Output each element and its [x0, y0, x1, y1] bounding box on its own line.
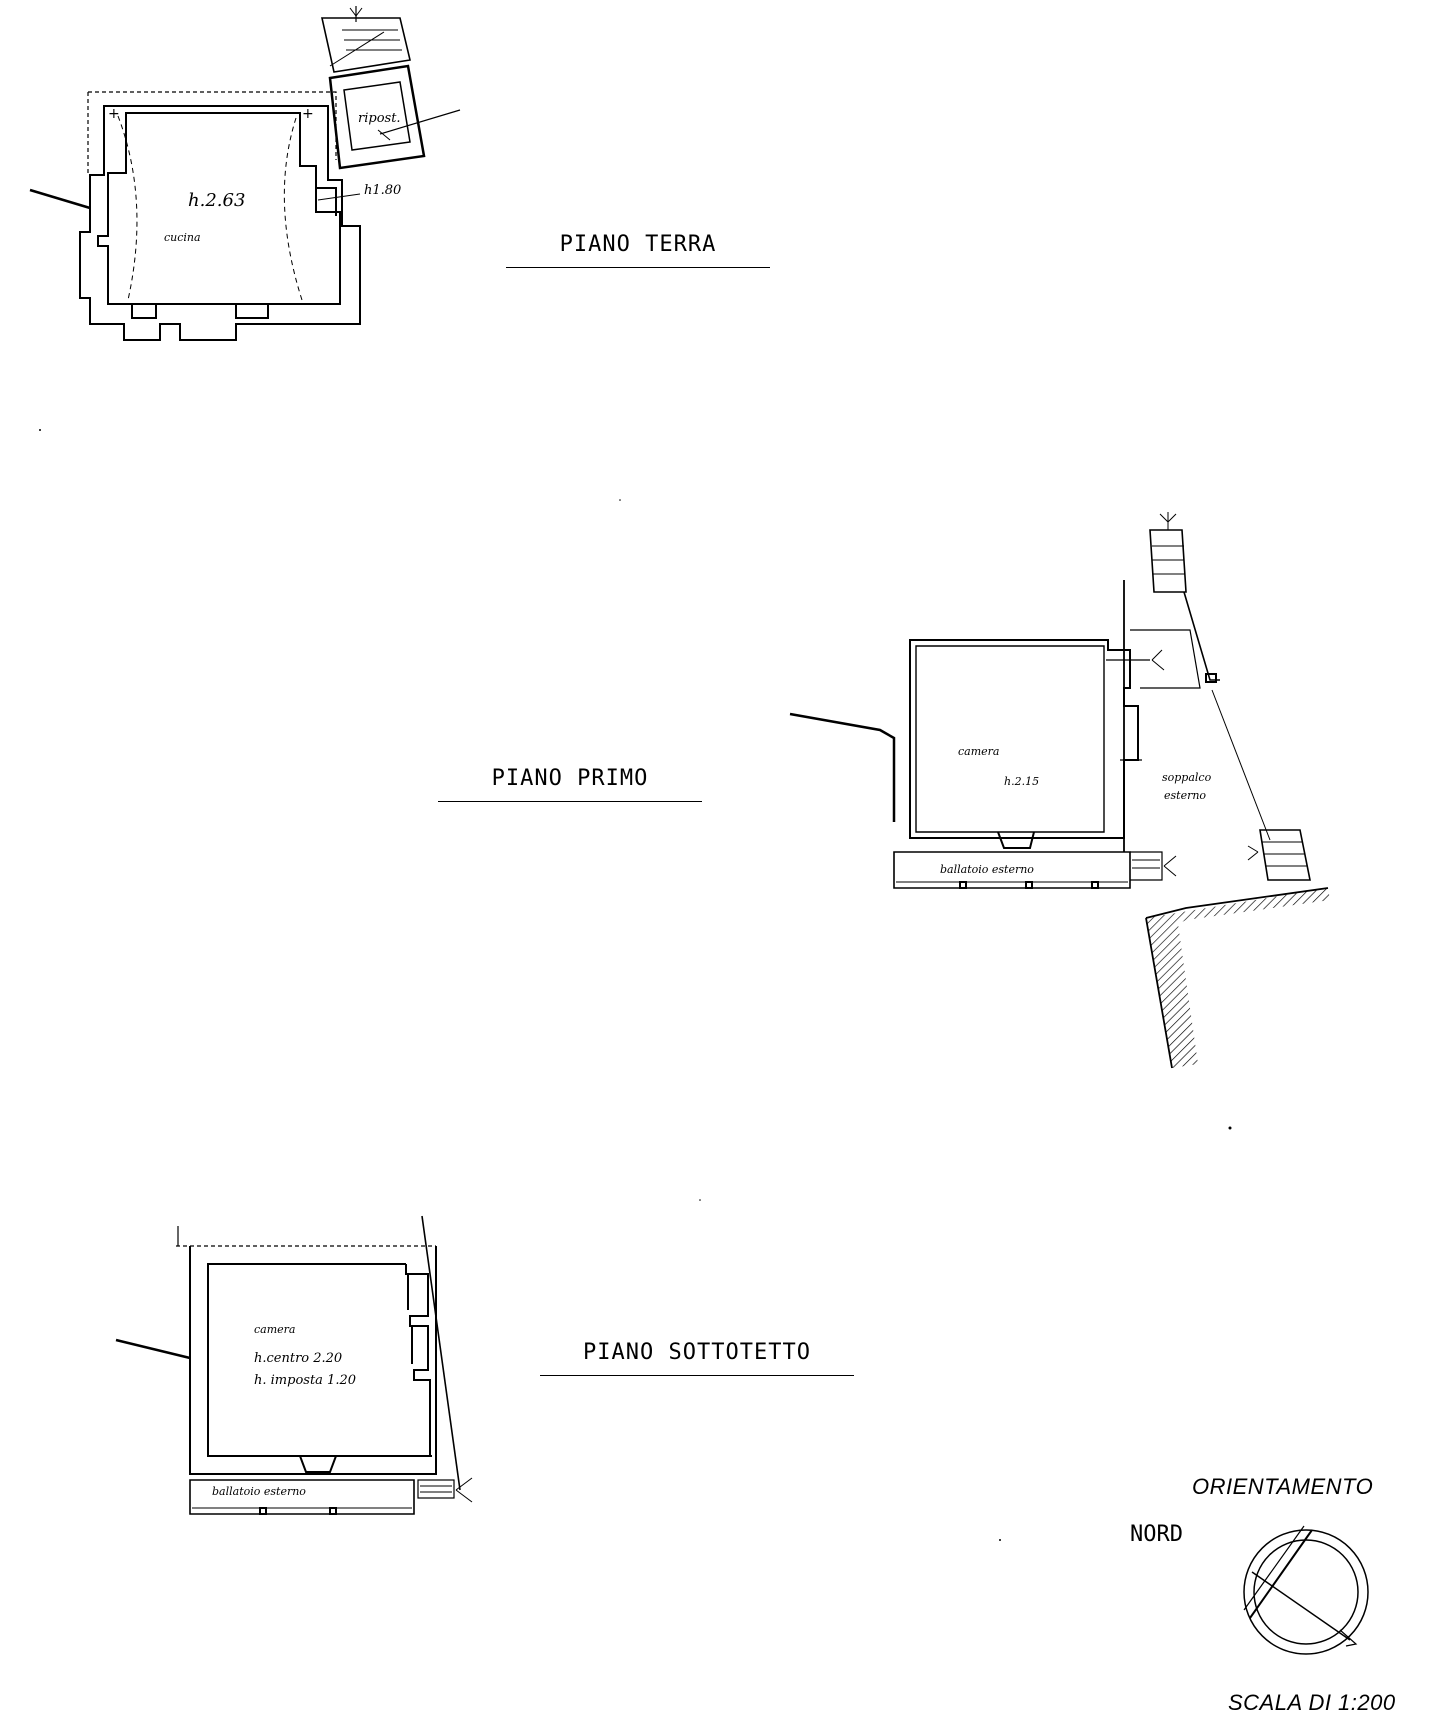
scan-noise: [39, 429, 1232, 1541]
attic-balcony-label: ballatoio esterno: [212, 1485, 306, 1498]
scale-label: SCALA DI 1:200: [1228, 1690, 1396, 1715]
orientation-heading: ORIENTAMENTO: [1192, 1474, 1374, 1499]
svg-text:+: +: [302, 106, 314, 122]
storage-height: h1.80: [364, 183, 402, 198]
first-floor-plan: [789, 512, 1330, 1069]
ground-floor-room-height: h.2.63: [188, 190, 246, 211]
attic-height-center: h.centro 2.20: [254, 1351, 343, 1366]
ground-floor-plan: + +: [29, 6, 461, 341]
first-floor-room-height: h.2.15: [1004, 775, 1040, 788]
svg-text:+: +: [108, 106, 120, 122]
attic-height-eaves: h. imposta 1.20: [254, 1373, 356, 1388]
attic-floor-title: PIANO SOTTOTETTO: [540, 1340, 854, 1376]
storage-label: ripost.: [358, 111, 401, 126]
mezzanine-label-line2: esterno: [1164, 789, 1207, 802]
ground-floor-room-label: cucina: [164, 231, 201, 244]
first-floor-balcony-label: ballatoio esterno: [940, 863, 1034, 876]
attic-room-label: camera: [254, 1323, 296, 1336]
compass-north-icon: [1243, 1525, 1369, 1655]
north-label: NORD: [1130, 1522, 1183, 1547]
first-floor-room-label: camera: [958, 745, 1000, 758]
first-floor-title: PIANO PRIMO: [438, 766, 702, 802]
mezzanine-label-line1: soppalco: [1162, 771, 1212, 784]
attic-floor-plan: [115, 1215, 473, 1515]
ground-floor-title: PIANO TERRA: [506, 232, 770, 268]
